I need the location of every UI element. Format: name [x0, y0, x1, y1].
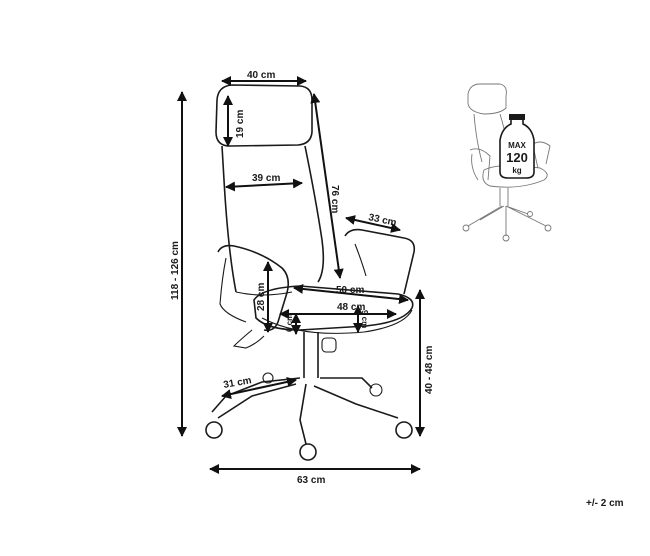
base-width-label: 63 cm: [297, 475, 325, 486]
badge-unit-label: kg: [512, 166, 521, 175]
badge-weight-value: 120: [506, 150, 528, 165]
seat-thickness-left-label: 6 cm: [285, 314, 294, 332]
badge-max-label: MAX: [508, 141, 526, 150]
headrest-height-label: 19 cm: [235, 110, 246, 138]
dimension-arrows: [177, 76, 425, 474]
seat-depth-label: 48 cm: [337, 302, 365, 313]
backrest-height-label: 76 cm: [329, 185, 340, 213]
headrest-width-label: 40 cm: [247, 70, 275, 81]
backrest-width-label: 39 cm: [252, 173, 280, 184]
total-height-label: 118 - 126 cm: [170, 241, 181, 300]
seat-width-label: 50 cm: [336, 285, 364, 296]
armrest-height-label: 28 cm: [256, 283, 267, 311]
chair-drawing: [205, 84, 416, 461]
seat-thickness-right-label: 9 cm: [360, 310, 369, 328]
weight-limit-badge: MAX 120 kg: [499, 114, 535, 179]
seat-height-label: 40 - 48 cm: [424, 346, 435, 394]
base-leg-label: 31 cm: [223, 375, 253, 391]
tolerance-note: +/- 2 cm: [586, 498, 624, 509]
